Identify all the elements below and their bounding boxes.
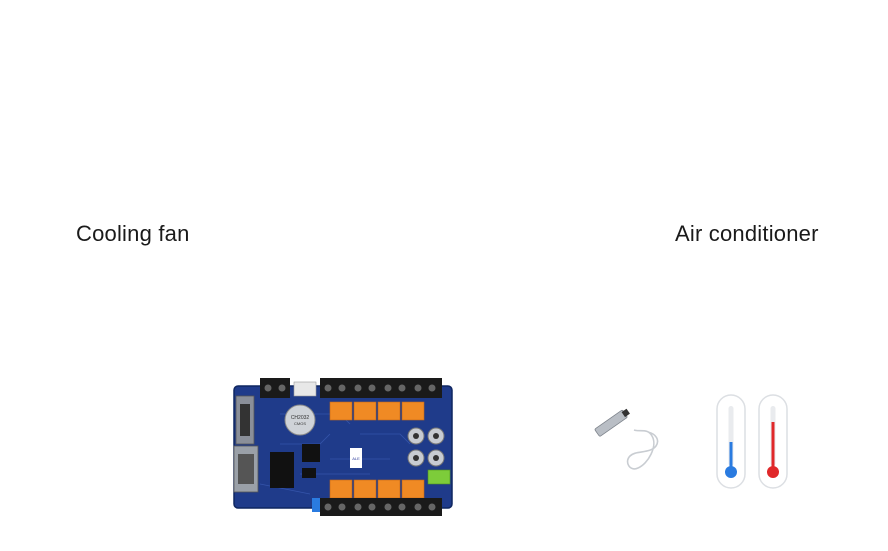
controller-board-icon: CH2032 CMOS ALE (233, 378, 453, 516)
thermometer-hot-icon (758, 394, 788, 489)
temperature-probe-icon (594, 408, 659, 470)
battery-subtext: CMOS (294, 421, 306, 426)
thermometer-cold-icon (716, 394, 746, 489)
cooling-fan-label: Cooling fan (76, 221, 190, 246)
air-conditioner-label: Air conditioner (675, 221, 819, 246)
battery-text: CH2032 (291, 415, 310, 421)
board-label-text: ALE (352, 456, 360, 461)
